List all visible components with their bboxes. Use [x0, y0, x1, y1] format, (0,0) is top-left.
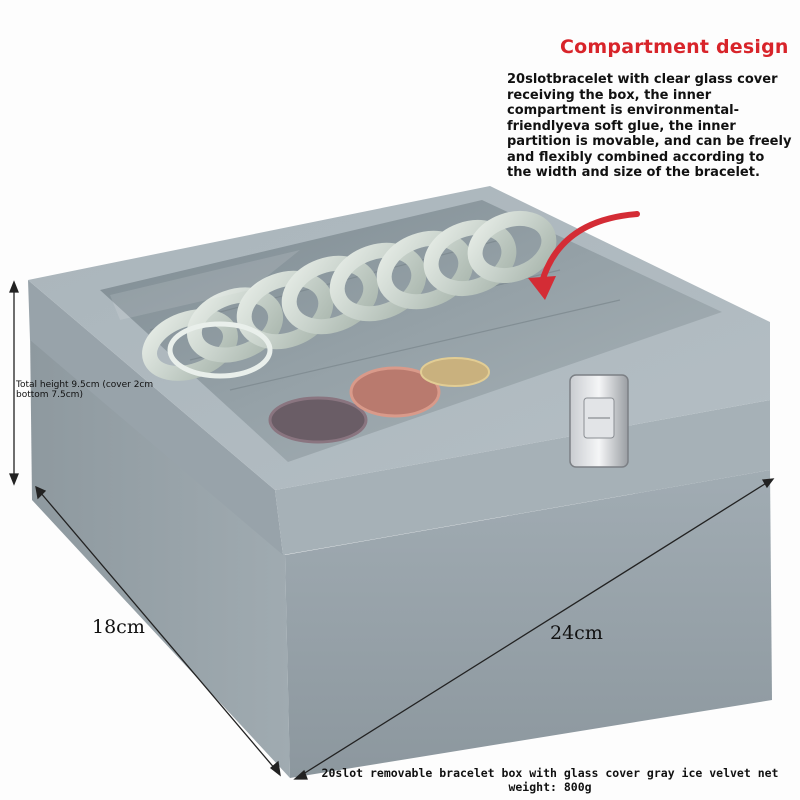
red-bangle [349, 366, 441, 418]
box-left-side [30, 330, 290, 778]
width-dimension-label: 24cm [550, 622, 603, 644]
clear-bangle [167, 321, 273, 379]
box-front-face [285, 470, 772, 778]
product-caption: 20slot removable bracelet box with glass… [321, 766, 779, 794]
lid-front-band [275, 400, 770, 555]
bangles [142, 210, 557, 381]
red-arrow-icon [539, 211, 640, 285]
red-arrow-head [528, 276, 556, 300]
dark-bangle [268, 396, 368, 444]
section-heading: Compartment design [560, 36, 789, 58]
compartment-description: 20slotbracelet with clear glass cover re… [507, 72, 792, 180]
lid-left-side [28, 280, 283, 555]
dimension-lines [9, 280, 775, 780]
depth-dimension-label: 18cm [92, 616, 145, 638]
height-dimension-label: Total height 9.5cm (cover 2cm bottom 7.5… [16, 380, 154, 400]
glass-glare [110, 250, 300, 320]
glass-window [100, 200, 722, 462]
lock-clasp [569, 374, 629, 468]
gold-bangle [420, 357, 490, 387]
